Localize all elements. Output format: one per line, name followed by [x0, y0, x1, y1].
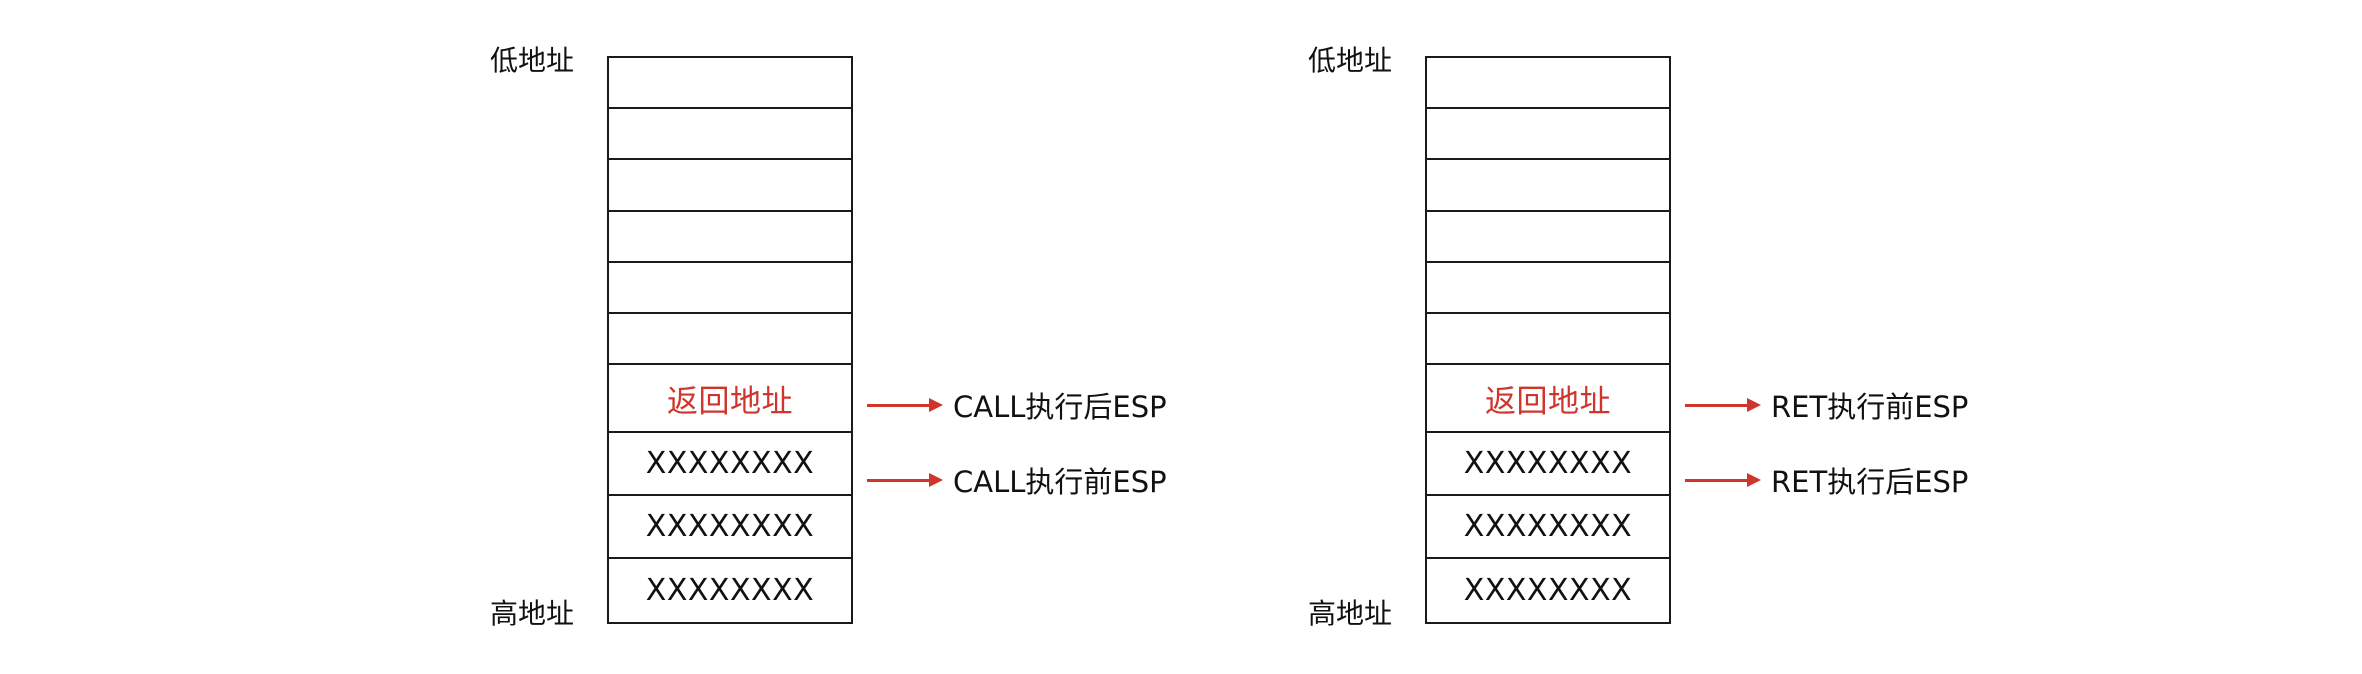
esp-pointer-before-ret: RET执行前ESP	[1685, 385, 1968, 425]
empty-stack-cell	[609, 109, 851, 161]
pointer-label: RET执行后ESP	[1771, 465, 1969, 499]
low-address-label: 低地址	[490, 44, 575, 77]
empty-stack-cell	[1427, 263, 1669, 314]
empty-stack-cell	[1427, 58, 1669, 110]
pointer-label: RET执行前ESP	[1771, 390, 1969, 424]
empty-stack-cell	[1427, 160, 1669, 212]
empty-stack-cell	[1427, 212, 1669, 263]
pointer-label: CALL执行前ESP	[953, 465, 1167, 499]
data-cell: XXXXXXXX	[1463, 573, 1633, 609]
right-arrow-icon	[1685, 473, 1761, 487]
stack-frame: 返回地址 XXXXXXXX XXXXXXXX XXXXXXXX	[1425, 56, 1671, 624]
data-cell: XXXXXXXX	[609, 433, 851, 497]
low-address-label: 低地址	[1308, 44, 1393, 77]
stack-frame: 返回地址 XXXXXXXX XXXXXXXX XXXXXXXX	[607, 56, 853, 624]
empty-stack-cell	[1427, 109, 1669, 161]
data-cell: XXXXXXXX	[645, 573, 815, 609]
return-address-cell: 返回地址	[1427, 365, 1669, 434]
esp-pointer-after-ret: RET执行后ESP	[1685, 460, 1968, 500]
data-cell: XXXXXXXX	[1427, 496, 1669, 560]
esp-pointer-after-call: CALL执行后ESP	[867, 385, 1167, 425]
empty-stack-cell	[609, 58, 851, 110]
high-address-label: 高地址	[1308, 597, 1393, 630]
empty-stack-cell	[609, 212, 851, 263]
empty-stack-cell	[609, 160, 851, 212]
empty-stack-cell	[1427, 314, 1669, 366]
data-cell: XXXXXXXX	[1427, 433, 1669, 497]
ret-stack-diagram: 低地址 返回地址 XXXXXXXX XXXXXXXX XXXXXXXX 高地址 …	[1308, 0, 2068, 674]
pointer-label: CALL执行后ESP	[953, 390, 1167, 424]
right-arrow-icon	[867, 473, 943, 487]
right-arrow-icon	[1685, 398, 1761, 412]
right-arrow-icon	[867, 398, 943, 412]
esp-pointer-before-call: CALL执行前ESP	[867, 460, 1167, 500]
return-address-cell: 返回地址	[609, 365, 851, 434]
empty-stack-cell	[609, 314, 851, 366]
call-stack-diagram: 低地址 返回地址 XXXXXXXX XXXXXXXX XXXXXXXX 高地址 …	[490, 0, 1250, 674]
data-cell: XXXXXXXX	[609, 496, 851, 560]
high-address-label: 高地址	[490, 597, 575, 630]
empty-stack-cell	[609, 263, 851, 314]
